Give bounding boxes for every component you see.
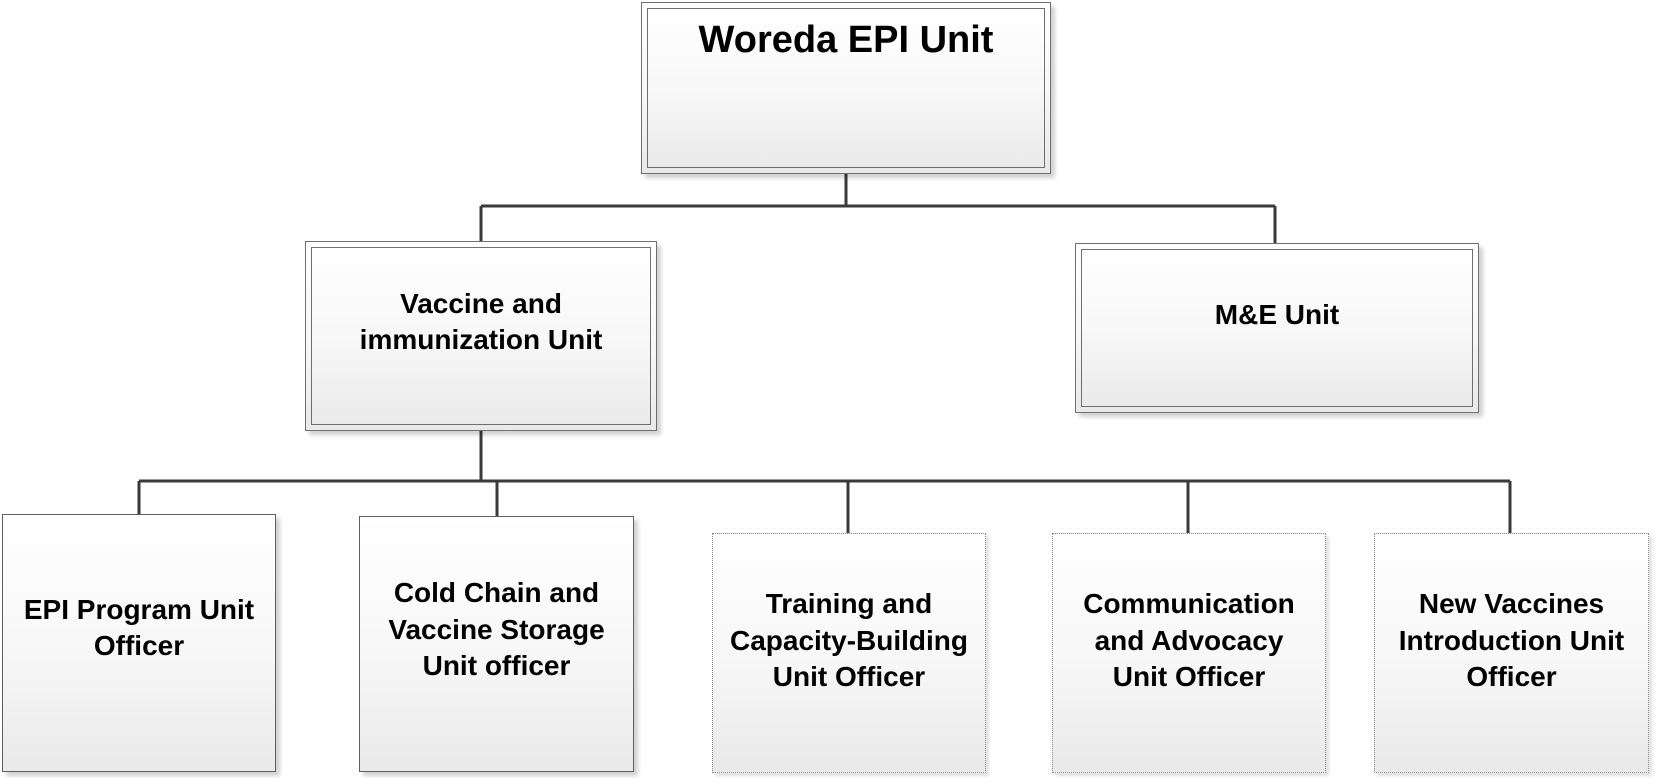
node-label: New Vaccines Introduction Unit Officer <box>1398 588 1625 693</box>
node-new-vaccines-officer: New Vaccines Introduction Unit Officer <box>1374 533 1649 773</box>
node-label: EPI Program Unit Officer <box>23 593 255 661</box>
node-label: Woreda EPI Unit <box>698 19 994 62</box>
node-label: Training and Capacity-Building Unit Offi… <box>729 588 968 693</box>
node-label: M&E Unit <box>1214 298 1340 330</box>
node-woreda-epi-unit: Woreda EPI Unit <box>641 2 1051 174</box>
node-label: Cold Chain and Vaccine Storage Unit offi… <box>388 577 605 682</box>
node-epi-program-officer: EPI Program Unit Officer <box>2 514 276 772</box>
node-inner-border <box>1081 249 1473 407</box>
node-me-unit: M&E Unit <box>1075 243 1479 413</box>
node-label: Communication and Advocacy Unit Officer <box>1083 588 1295 693</box>
node-cold-chain-officer: Cold Chain and Vaccine Storage Unit offi… <box>359 516 634 772</box>
node-inner-border <box>311 247 651 425</box>
node-label: Vaccine and immunization Unit <box>359 287 603 355</box>
node-inner-border <box>647 8 1045 168</box>
node-training-officer: Training and Capacity-Building Unit Offi… <box>712 533 986 773</box>
node-communication-officer: Communication and Advocacy Unit Officer <box>1052 533 1326 773</box>
node-vaccine-immunization-unit: Vaccine and immunization Unit <box>305 241 657 431</box>
